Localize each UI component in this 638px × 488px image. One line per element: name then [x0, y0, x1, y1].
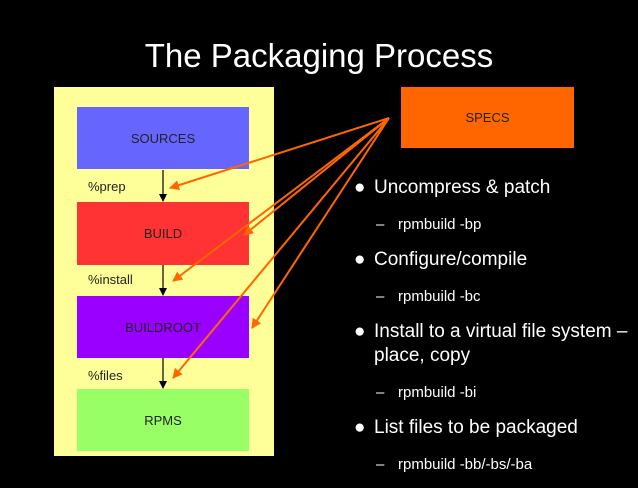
- bullet-dot: ●: [354, 249, 366, 270]
- sources-label: SOURCES: [130, 130, 196, 146]
- sub-bullet-text: rpmbuild -bi: [398, 384, 477, 401]
- prep-label: %prep: [88, 179, 126, 194]
- bullet-dot: ●: [354, 417, 366, 438]
- bullet-text: Install to a virtual file system – place…: [374, 321, 628, 366]
- sub-bullet-item: – rpmbuild -bi: [354, 384, 634, 402]
- rpms-box: RPMS: [77, 389, 249, 451]
- bullet-text: List files to be packaged: [374, 417, 578, 438]
- sub-bullet-text: rpmbuild -bb/-bs/-ba: [398, 456, 533, 473]
- specs-arrow-prep: [169, 117, 390, 191]
- bullet-list: ● Uncompress & patch – rpmbuild -bp ● Co…: [354, 176, 634, 488]
- sub-bullet-item: – rpmbuild -bp: [354, 216, 634, 234]
- bullet-item: ● List files to be packaged: [354, 416, 634, 440]
- specs-arrow-build: [243, 117, 390, 236]
- sub-bullet-dash: –: [376, 456, 385, 473]
- bullet-item: ● Install to a virtual file system – pla…: [354, 320, 634, 368]
- sub-bullet-dash: –: [376, 288, 385, 305]
- sub-bullet-item: – rpmbuild -bb/-bs/-ba: [354, 456, 634, 474]
- slide-title: The Packaging Process: [144, 37, 494, 74]
- buildroot-label: BUILDROOT: [125, 319, 201, 335]
- sources-box: SOURCES: [77, 107, 249, 169]
- specs-label: SPECS: [465, 110, 510, 125]
- sub-bullet-dash: –: [376, 216, 385, 233]
- build-box: BUILD: [77, 202, 249, 265]
- sub-bullet-item: – rpmbuild -bc: [354, 288, 634, 306]
- buildroot-box: BUILDROOT: [77, 296, 249, 358]
- sub-bullet-text: rpmbuild -bp: [398, 216, 482, 233]
- bullet-item: ● Uncompress & patch: [354, 176, 634, 200]
- specs-arrow-files: [172, 117, 390, 379]
- bullet-item: ● Configure/compile: [354, 248, 634, 272]
- sub-bullet-dash: –: [376, 384, 385, 401]
- bullet-text: Configure/compile: [374, 249, 528, 270]
- sub-bullet-text: rpmbuild -bc: [398, 288, 481, 305]
- specs-box: SPECS: [401, 87, 574, 148]
- files-label: %files: [88, 368, 123, 383]
- bullet-dot: ●: [354, 177, 366, 198]
- rpms-label: RPMS: [144, 412, 182, 428]
- bullet-text: Uncompress & patch: [374, 177, 551, 198]
- bullet-dot: ●: [354, 321, 366, 342]
- specs-arrow-install: [172, 117, 390, 282]
- install-label: %install: [88, 272, 133, 287]
- specs-arrow-buildroot: [251, 117, 390, 329]
- build-label: BUILD: [143, 226, 183, 241]
